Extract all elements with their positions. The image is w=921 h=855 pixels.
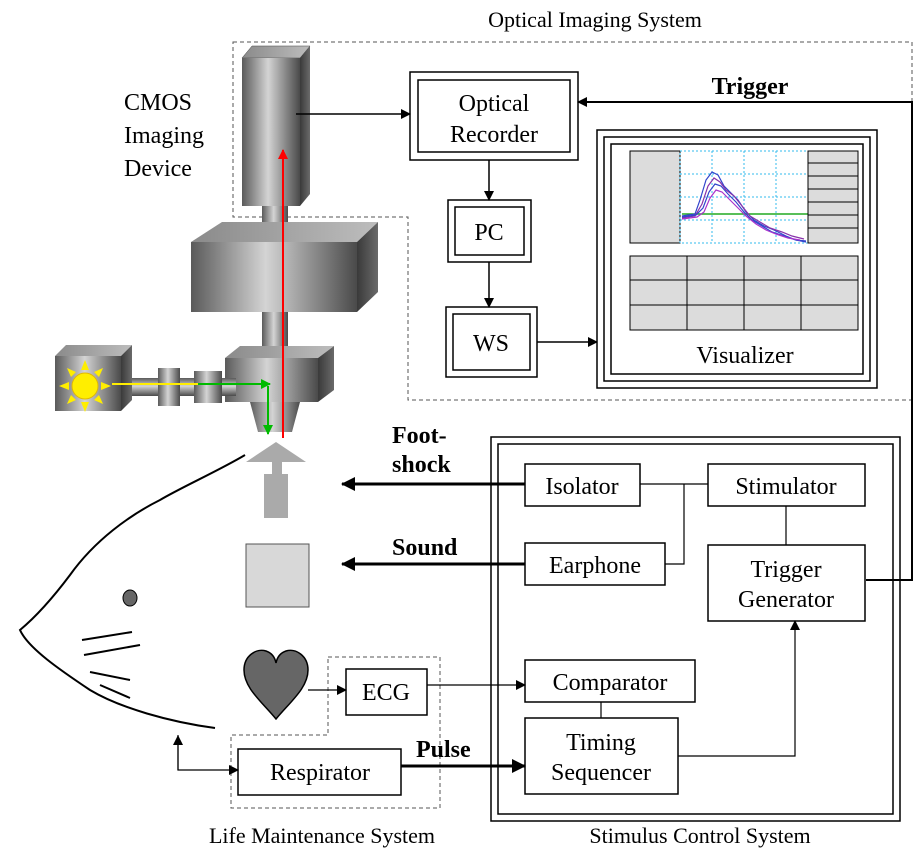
cmos-imaging-device-label: CMOS Imaging Device bbox=[124, 90, 204, 182]
respirator-block: Respirator bbox=[237, 748, 402, 796]
svg-text:Recorder: Recorder bbox=[450, 122, 538, 148]
optical-recorder-block: Optical Recorder bbox=[409, 71, 579, 161]
imaging-direction-arrow bbox=[246, 442, 306, 518]
objective-lens bbox=[250, 402, 300, 432]
svg-text:PC: PC bbox=[474, 220, 503, 246]
visualizer-block: Visualizer bbox=[596, 129, 878, 389]
visualizer-label: Visualizer bbox=[696, 343, 793, 369]
trigger-generator-block: Trigger Generator bbox=[707, 544, 866, 622]
svg-text:Generator: Generator bbox=[738, 587, 834, 613]
stimulus-internal-connections bbox=[600, 483, 787, 718]
light-source-sun-icon bbox=[59, 360, 111, 412]
svg-text:Respirator: Respirator bbox=[270, 760, 370, 786]
isolator-block: Isolator bbox=[524, 463, 641, 507]
svg-text:Isolator: Isolator bbox=[545, 474, 618, 500]
microscope-body bbox=[191, 242, 357, 312]
trigger-label: Trigger bbox=[712, 74, 789, 100]
stimulator-block: Stimulator bbox=[707, 463, 866, 507]
respirator-connection bbox=[177, 735, 239, 775]
dichroic-block bbox=[225, 358, 318, 402]
stimulus-control-system-frame bbox=[490, 436, 901, 822]
visualizer-left-panel bbox=[629, 150, 681, 244]
microscope-apparatus bbox=[55, 45, 378, 432]
svg-text:WS: WS bbox=[473, 331, 509, 357]
svg-text:ECG: ECG bbox=[362, 680, 410, 706]
optical-imaging-system-title: Optical Imaging System bbox=[488, 7, 702, 32]
comparator-block: Comparator bbox=[524, 659, 696, 703]
svg-text:Stimulator: Stimulator bbox=[735, 474, 836, 500]
pc-block: PC bbox=[447, 199, 532, 263]
timing-sequencer-block: Timing Sequencer bbox=[524, 717, 679, 795]
visualizer-right-panel bbox=[807, 150, 859, 244]
pulse-label: Pulse bbox=[416, 737, 471, 763]
svg-text:Optical: Optical bbox=[459, 91, 530, 117]
svg-text:Comparator: Comparator bbox=[553, 670, 668, 696]
svg-text:Sequencer: Sequencer bbox=[551, 760, 651, 786]
trigger-line bbox=[577, 97, 913, 581]
life-maintenance-system-title: Life Maintenance System bbox=[209, 823, 435, 848]
ecg-block: ECG bbox=[345, 668, 428, 716]
heart-icon bbox=[243, 649, 309, 721]
animal-head-outline bbox=[18, 454, 246, 729]
svg-text:Trigger: Trigger bbox=[750, 557, 821, 583]
sample-square bbox=[245, 543, 310, 608]
foot-shock-label-line1: Foot- bbox=[392, 423, 447, 449]
optical-imaging-system-boundary bbox=[232, 41, 913, 401]
stimulus-control-system-title: Stimulus Control System bbox=[589, 823, 810, 848]
visualizer-table bbox=[629, 255, 859, 331]
life-maintenance-system-boundary bbox=[230, 656, 441, 809]
svg-text:Device: Device bbox=[124, 156, 192, 182]
animal-eye bbox=[122, 589, 138, 607]
ws-block: WS bbox=[445, 306, 538, 378]
sequencer-to-trigger-arrow bbox=[678, 620, 800, 757]
cmos-camera-body bbox=[242, 58, 300, 206]
svg-text:Timing: Timing bbox=[566, 730, 636, 756]
sound-label: Sound bbox=[392, 535, 458, 561]
earphone-block: Earphone bbox=[524, 542, 666, 586]
svg-text:Earphone: Earphone bbox=[549, 553, 641, 579]
foot-shock-label-line2: shock bbox=[392, 452, 451, 478]
svg-text:Imaging: Imaging bbox=[124, 123, 204, 149]
svg-text:CMOS: CMOS bbox=[124, 90, 192, 116]
